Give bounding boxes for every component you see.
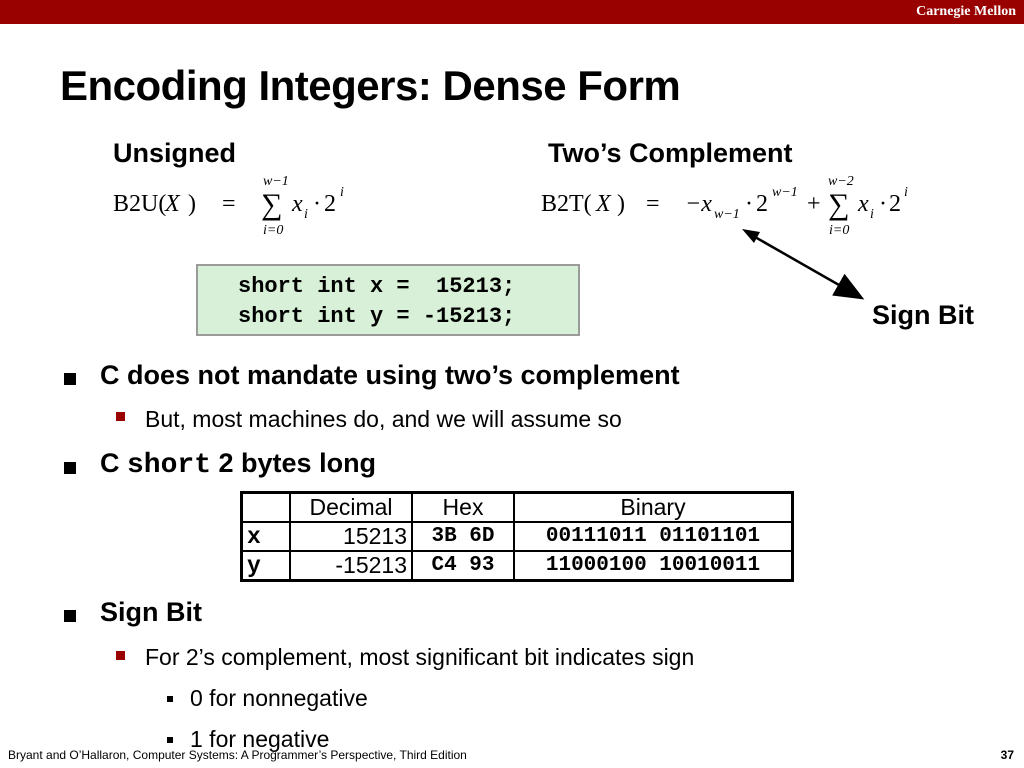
bullet-sign-bit: Sign Bit [100, 597, 202, 627]
table-header-row: Decimal Hex Binary [240, 491, 794, 523]
b2t-term-x: x [857, 191, 869, 217]
bullet-marker [64, 373, 76, 385]
table-header-binary: Binary [513, 491, 794, 523]
page-number: 37 [1000, 748, 1014, 762]
b2t-formula: B2T( X ) = −x w−1 · 2 w−1 + w−2 ∑ i=0 x … [541, 174, 908, 238]
b2t-neg-sub: w−1 [714, 207, 740, 222]
b2t-exp: w−1 [772, 185, 798, 200]
sub-sub-bullet-negative: 1 for negative [190, 726, 330, 752]
b2t-term-sub: i [870, 207, 874, 222]
b2u-equals: = [222, 191, 236, 217]
b2t-sum-bottom: i=0 [829, 223, 849, 238]
sign-bit-label: Sign Bit [872, 300, 974, 330]
table-header-hex: Hex [411, 491, 515, 523]
b2t-neg-x: −x [685, 191, 712, 217]
b2t-term-dot: · [879, 191, 887, 217]
b2t-lhs-prefix: B2T( [541, 191, 592, 217]
bullet-marker [64, 610, 76, 622]
table-cell-var: x [240, 521, 291, 552]
table-cell-hex: 3B 6D [411, 521, 515, 552]
sub-sub-bullet-marker [167, 696, 173, 702]
sub-sub-bullet-nonnegative: 0 for nonnegative [190, 685, 368, 711]
brand-name: Carnegie Mellon [916, 4, 1016, 19]
table-cell-hex: C4 93 [411, 550, 515, 582]
b2t-sum-top: w−2 [828, 174, 854, 189]
b2u-formula: B2U( X ) = w−1 ∑ i=0 x i · 2 i [113, 174, 344, 238]
b2u-lhs-var: X [164, 191, 181, 217]
sub-bullet-marker [116, 651, 125, 660]
b2t-lhs-var: X [595, 191, 612, 217]
table-cell-binary: 00111011 01101101 [513, 521, 794, 552]
sub-bullet-marker [116, 412, 125, 421]
b2u-term-sub: i [304, 207, 308, 222]
table-row: y -15213 C4 93 11000100 10010011 [240, 550, 794, 582]
b2u-term-x: x [291, 191, 303, 217]
formulas: B2U( X ) = w−1 ∑ i=0 x i · 2 i B2T( X ) … [113, 174, 908, 238]
table-header-blank [240, 491, 291, 523]
b2t-plus: + [807, 191, 821, 217]
short-keyword: short [127, 450, 212, 481]
bullet-marker [64, 462, 76, 474]
unsigned-heading: Unsigned [113, 138, 237, 168]
b2u-sum-top: w−1 [263, 174, 289, 189]
b2t-base: 2 [756, 191, 768, 217]
table-cell-decimal: -15213 [289, 550, 413, 582]
b2t-sigma: ∑ [828, 188, 849, 221]
code-line-y: short int y = -15213; [238, 304, 516, 329]
b2u-term-dot: · [313, 191, 321, 217]
code-box: short int x = 15213; short int y = -1521… [196, 264, 580, 336]
table-row: x 15213 3B 6D 00111011 01101101 [240, 521, 794, 552]
table-cell-var: y [240, 550, 291, 582]
table-header-decimal: Decimal [289, 491, 413, 523]
b2t-lhs-suffix: ) [617, 191, 625, 217]
table-cell-decimal: 15213 [289, 521, 413, 552]
b2u-sigma: ∑ [261, 188, 282, 221]
bullet-c-short-suffix: 2 bytes long [211, 448, 377, 478]
b2t-term-base: 2 [889, 191, 901, 217]
b2u-lhs-prefix: B2U( [113, 191, 166, 217]
b2t-equals: = [646, 191, 660, 217]
table-cell-binary: 11000100 10010011 [513, 550, 794, 582]
bullet-c-short-prefix: C [100, 448, 127, 478]
b2u-term-exp: i [340, 185, 344, 200]
encoding-table: Decimal Hex Binary x 15213 3B 6D 0011101… [240, 491, 794, 582]
brand-bar: Carnegie Mellon [0, 0, 1024, 24]
b2u-term-base: 2 [324, 191, 336, 217]
b2t-dot: · [745, 191, 753, 217]
sub-bullet-msb-sign: For 2’s complement, most significant bit… [145, 644, 695, 670]
bullet-c-short: C short 2 bytes long [100, 448, 376, 481]
sub-bullet-most-machines: But, most machines do, and we will assum… [145, 406, 622, 432]
bullet-c-two-complement: C does not mandate using two’s complemen… [100, 360, 680, 390]
b2u-sum-bottom: i=0 [263, 223, 283, 238]
b2t-term-exp: i [904, 185, 908, 200]
b2u-lhs-suffix: ) [188, 191, 196, 217]
sub-sub-bullet-marker [167, 737, 173, 743]
twos-complement-heading: Two’s Complement [548, 138, 793, 168]
slide-title: Encoding Integers: Dense Form [60, 62, 681, 109]
sign-bit-arrow [742, 229, 865, 300]
code-line-x: short int x = 15213; [238, 274, 516, 299]
footer-citation: Bryant and O’Hallaron, Computer Systems:… [8, 748, 467, 762]
